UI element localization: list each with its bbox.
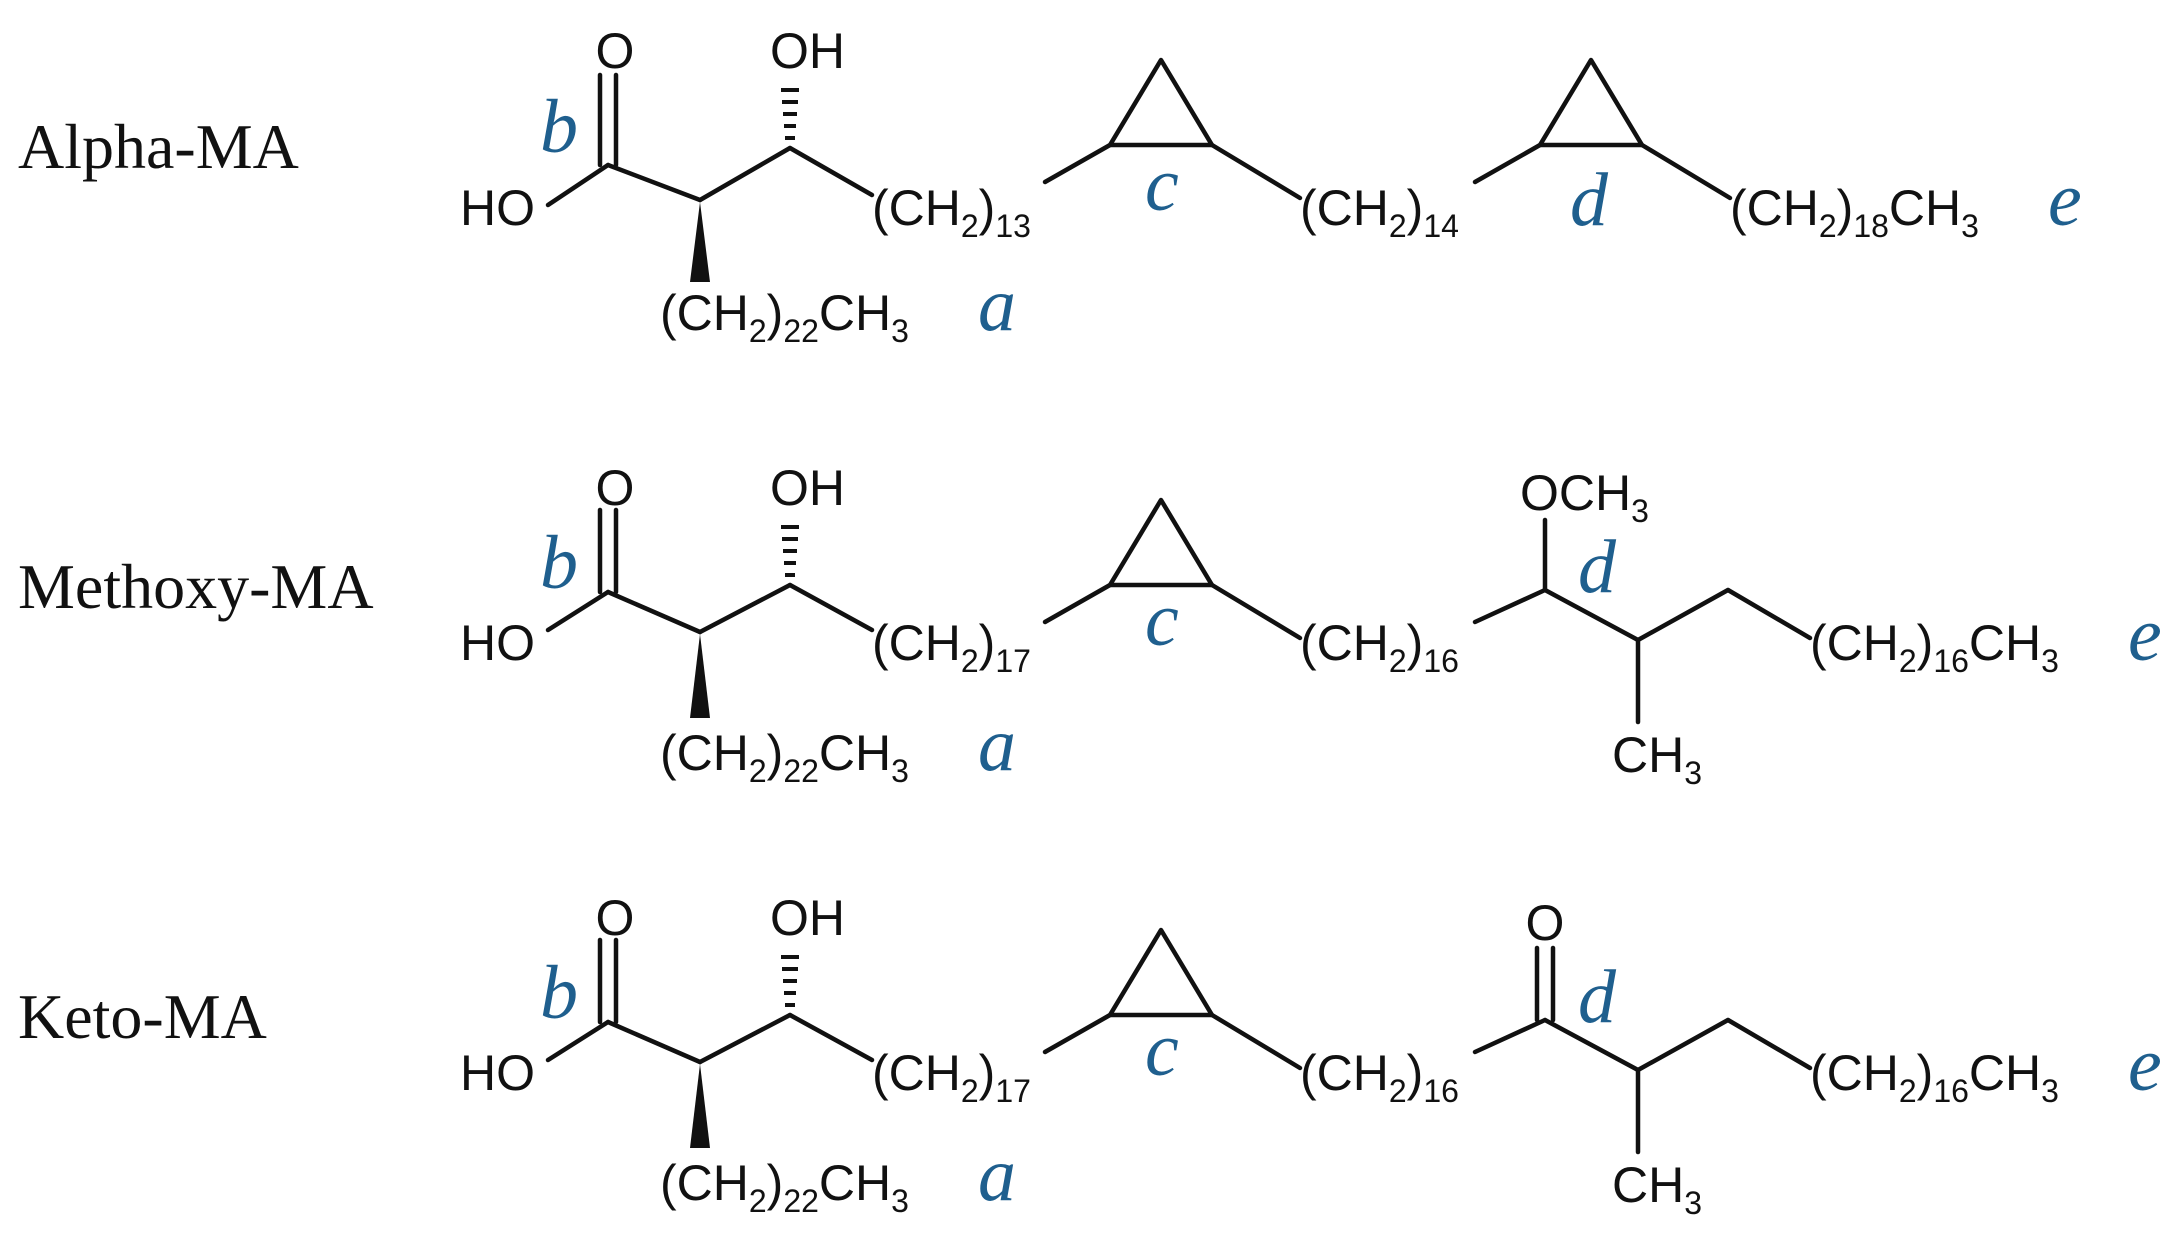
bond — [545, 162, 611, 208]
methylene-chain-label: (CH2)16 — [1300, 615, 1459, 679]
methylene-chain-label: (CH2)17 — [872, 615, 1031, 679]
region-tag-d: d — [1578, 955, 1617, 1039]
methoxy-label: OCH3 — [1520, 465, 1649, 529]
bond — [1472, 1017, 1548, 1055]
carbonyl-oxygen: O — [596, 23, 635, 79]
hydroxyl-label: OH — [770, 460, 845, 516]
methylene-chain-label: (CH2)13 — [872, 180, 1031, 244]
region-tag-c: c — [1145, 1008, 1179, 1092]
cyclopropane-ring — [1107, 497, 1215, 588]
region-tag-e: e — [2128, 593, 2162, 677]
keto-oxygen: O — [1526, 895, 1565, 951]
bond — [1542, 1017, 1641, 1073]
bond — [787, 145, 875, 198]
cyclopropane-ring — [1537, 57, 1645, 148]
chain-a-label: (CH2)22CH3 — [660, 725, 909, 789]
hydroxyl-label: HO — [460, 1045, 535, 1101]
carbonyl-oxygen: O — [596, 460, 635, 516]
bond — [605, 589, 703, 635]
tail-chain-label: (CH2)16CH3 — [1810, 1045, 2059, 1109]
bond — [1472, 587, 1548, 625]
region-tag-d: d — [1570, 158, 1609, 242]
chain-a-label: (CH2)22CH3 — [660, 1155, 909, 1219]
region-tag-b: b — [540, 521, 578, 605]
molecule-name: Methoxy-MA — [18, 551, 374, 622]
methylene-chain-label: (CH2)17 — [872, 1045, 1031, 1109]
bond — [545, 589, 611, 633]
bond — [1635, 587, 1731, 643]
region-tag-c: c — [1145, 143, 1179, 227]
bond — [697, 145, 793, 203]
wedge-bond — [690, 1064, 710, 1148]
bond — [1725, 587, 1813, 641]
methylene-chain-label: (CH2)14 — [1300, 180, 1459, 244]
hash-bond — [781, 525, 799, 577]
hydroxyl-label: HO — [460, 615, 535, 671]
region-tag-d: d — [1578, 525, 1617, 609]
methyl-label: CH3 — [1612, 727, 1702, 791]
hydroxyl-label: HO — [460, 180, 535, 236]
molecule-methoxy-ma: Methoxy-MA O HO OH (CH2)22CH3 (CH2)17 (C… — [18, 460, 2162, 791]
bond — [545, 1019, 611, 1063]
region-tag-a: a — [978, 703, 1016, 787]
region-tag-e: e — [2048, 158, 2082, 242]
molecule-name: Keto-MA — [18, 981, 267, 1052]
bond — [1639, 142, 1733, 201]
bond — [787, 582, 875, 633]
bond — [1542, 587, 1641, 643]
carbonyl-oxygen: O — [596, 890, 635, 946]
molecule-alpha-ma: Alpha-MA O HO OH (CH2)22CH3 (CH2)13 (CH2… — [18, 23, 2082, 349]
chain-a-label: (CH2)22CH3 — [660, 285, 909, 349]
molecule-keto-ma: Keto-MA O HO OH (CH2)22CH3 (CH2)17 (CH2)… — [18, 890, 2162, 1221]
wedge-bond — [690, 634, 710, 718]
region-tag-c: c — [1145, 578, 1179, 662]
region-tag-a: a — [978, 263, 1016, 347]
region-tag-a: a — [978, 1133, 1016, 1217]
bond — [697, 582, 793, 635]
bond — [605, 162, 703, 203]
region-tag-e: e — [2128, 1023, 2162, 1107]
wedge-bond — [690, 202, 710, 282]
bond — [1042, 582, 1113, 625]
cyclopropane-ring — [1107, 57, 1215, 148]
methyl-label: CH3 — [1612, 1157, 1702, 1221]
tail-chain-label: (CH2)18CH3 — [1730, 180, 1979, 244]
bond — [1209, 142, 1303, 201]
molecule-name: Alpha-MA — [18, 111, 299, 182]
bond — [1209, 1012, 1303, 1071]
region-tag-b: b — [540, 85, 578, 169]
hydroxyl-label: OH — [770, 23, 845, 79]
tail-chain-label: (CH2)16CH3 — [1810, 615, 2059, 679]
hydroxyl-label: OH — [770, 890, 845, 946]
hash-bond — [781, 955, 799, 1007]
bond — [1042, 1012, 1113, 1055]
region-tag-b: b — [540, 951, 578, 1035]
bond — [1209, 582, 1303, 641]
bond — [605, 1019, 703, 1065]
bond — [1472, 142, 1543, 185]
bond — [787, 1012, 875, 1063]
cyclopropane-ring — [1107, 927, 1215, 1018]
methylene-chain-label: (CH2)16 — [1300, 1045, 1459, 1109]
bond — [1635, 1017, 1731, 1073]
hash-bond — [781, 88, 799, 140]
bond — [1042, 142, 1113, 185]
bond — [1725, 1017, 1813, 1071]
bond — [697, 1012, 793, 1065]
